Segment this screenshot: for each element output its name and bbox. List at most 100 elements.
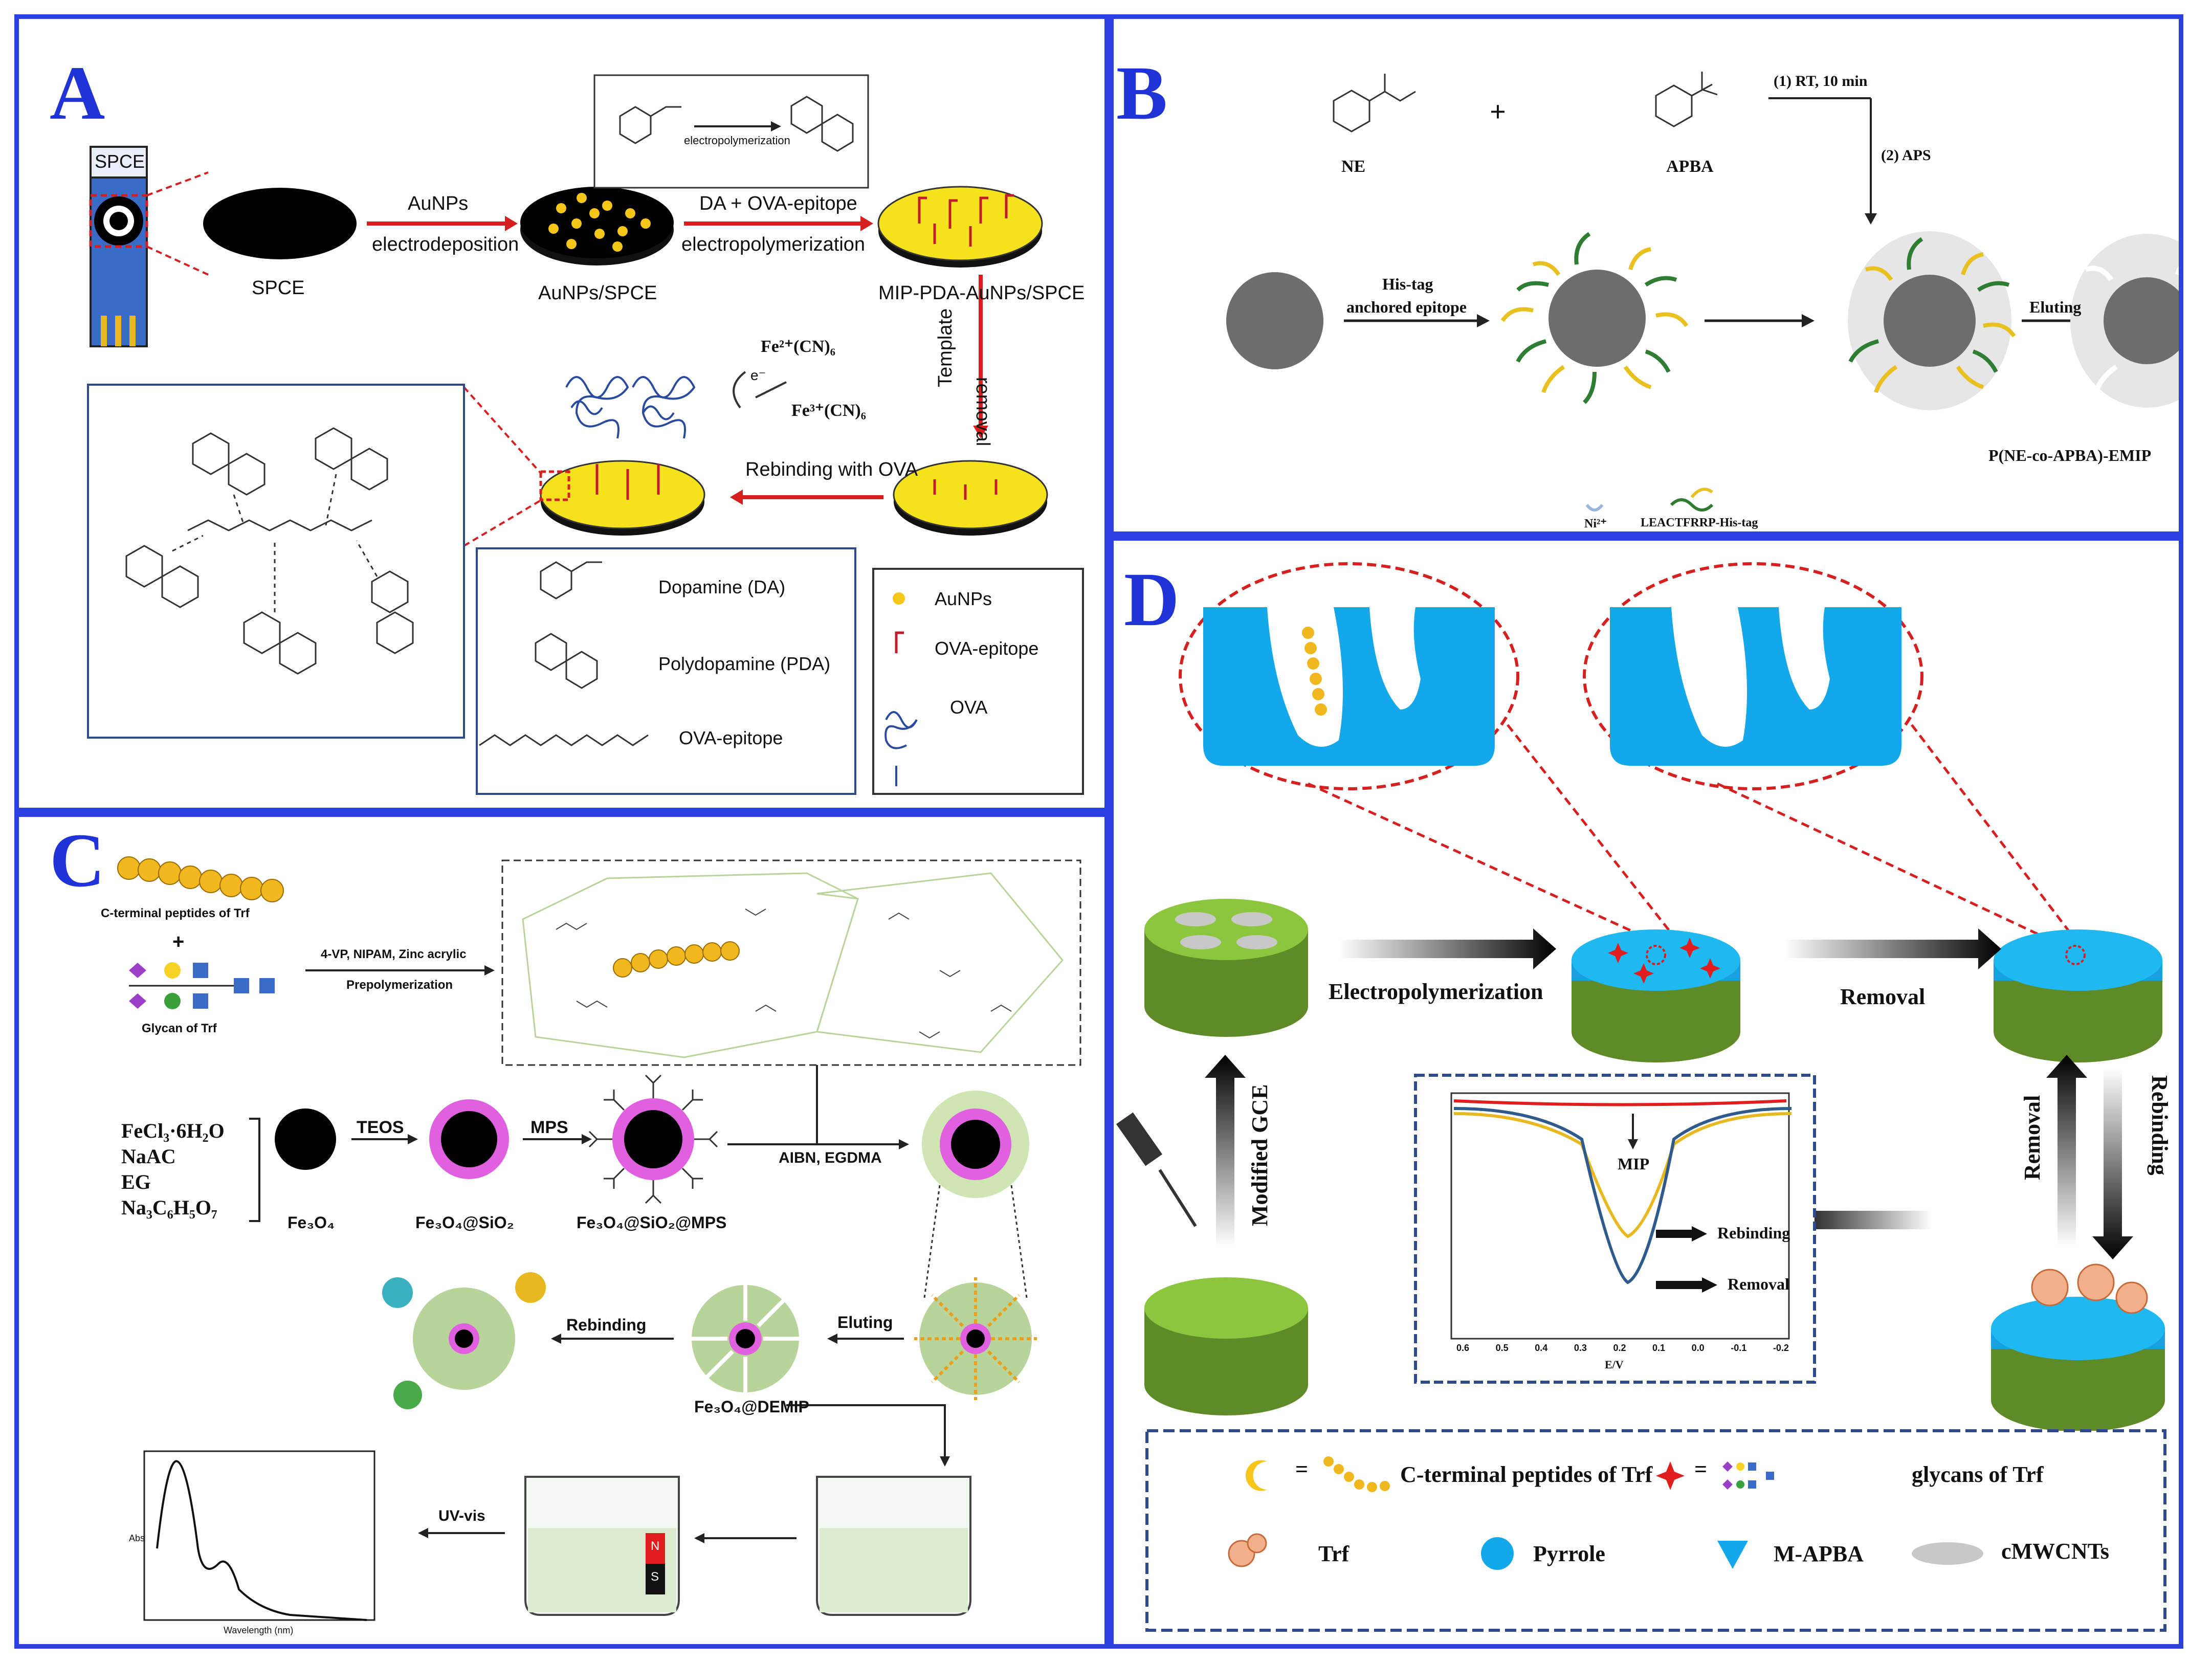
fe3o4-core [275, 1108, 336, 1170]
apba-label: APBA [1666, 157, 1714, 176]
electron-label: e⁻ [750, 367, 766, 383]
ova-protein [565, 376, 696, 439]
dpv-xlabel: E/V [1605, 1358, 1624, 1371]
dpv-ticks: 0.6 0.5 0.4 0.3 0.2 0.1 0.0 -0.1 -0.2 [1456, 1343, 1789, 1354]
glycan-chain [129, 962, 275, 1009]
precursor-1: FeCl₃·6H₂O [121, 1119, 225, 1142]
fe3o4sio2-label: Fe₃O₄@SiO₂ [415, 1213, 514, 1232]
arrow-electropolymerization [1339, 928, 1556, 969]
spce-highlight [89, 194, 148, 248]
uvvis-label: UV-vis [438, 1507, 485, 1524]
tick-5: 0.1 [1652, 1343, 1666, 1353]
key-box [872, 568, 1084, 795]
legend-trf-text: Trf [1318, 1541, 1350, 1566]
arrow-rebinding-down [2092, 1068, 2133, 1259]
bead-core-2 [1549, 270, 1646, 367]
legend-mapba-icon [1717, 1541, 1748, 1569]
plus-c: + [172, 930, 185, 953]
key-aunps: AuNPs [935, 588, 992, 609]
gce-rebound [1991, 1349, 2165, 1432]
tick-4: 0.2 [1613, 1343, 1626, 1353]
precursor-2: NaAC [121, 1145, 176, 1168]
prepolymer-box [501, 859, 1081, 1066]
legend-da: Dopamine (DA) [658, 576, 786, 597]
legend-cmwcnt-text: cMWCNTs [2001, 1539, 2110, 1564]
panel-b: B [1109, 14, 2183, 536]
panel-c-letter: C [50, 818, 105, 903]
tick-0: 0.6 [1456, 1343, 1470, 1353]
aunps-key-dot [893, 592, 905, 605]
legend-pyrrole-text: Pyrrole [1533, 1541, 1605, 1566]
reagents-label: 4-VP, NIPAM, Zinc acrylic [321, 947, 467, 961]
electrode-aunps [520, 187, 674, 258]
legend-eq-1: = [1295, 1457, 1309, 1482]
panel-b-graphics [1226, 72, 2179, 512]
tick-2: 0.4 [1535, 1343, 1548, 1353]
rebinding-side-label: Rebinding [2147, 1075, 2172, 1176]
bead-core-1 [1226, 272, 1323, 369]
reaction-inset [593, 74, 869, 189]
curve-rebinding-label: Rebinding [1717, 1224, 1790, 1242]
uv-xlabel: Wavelength (nm) [224, 1625, 294, 1635]
arrow-to-chart [1786, 1200, 1932, 1240]
arrow-removal [1784, 928, 2001, 969]
legend-peptide-text: C-terminal peptides of Trf [1400, 1462, 1653, 1487]
gce-mip [1572, 981, 1740, 1062]
bound-proteins [382, 1272, 546, 1409]
tick-8: -0.2 [1773, 1343, 1789, 1353]
epitope-key-line [895, 631, 904, 653]
prepoly-label: Prepolymerization [346, 978, 453, 992]
anchored-label: anchored epitope [1346, 298, 1467, 316]
tick-6: 0.0 [1691, 1343, 1705, 1353]
zoom-oval-right [1583, 562, 1923, 790]
ferro-label: Fe²⁺(CN)₆ [761, 337, 835, 356]
panel-a-letter: A [50, 51, 105, 136]
arrow-modified-gce [1205, 1055, 1246, 1247]
product-label: P(NE-co-APBA)-EMIP [1988, 446, 2152, 464]
panel-c-graphics [117, 856, 1081, 1621]
legend-epitope: OVA-epitope [679, 727, 783, 748]
curve-removal-label: Removal [1728, 1275, 1789, 1293]
legend-glycan-text: glycans of Trf [1912, 1462, 2044, 1487]
electrode-spce [203, 188, 357, 259]
panel-d-letter: D [1124, 557, 1180, 642]
eluting-label: Eluting [2029, 298, 2082, 316]
arrow2-bottom: electropolymerization [681, 234, 866, 255]
magnet-n-label: N [651, 1539, 660, 1553]
molecule-legend [476, 547, 856, 795]
glycan-label: Glycan of Trf [142, 1022, 217, 1035]
aibn-label: AIBN, EGDMA [779, 1149, 882, 1166]
step1-label: (1) RT, 10 min [1774, 73, 1868, 90]
plus-label: + [1490, 96, 1506, 128]
legend-ni: Ni²⁺ [1584, 517, 1607, 530]
uv-ylabel: Abs [129, 1533, 145, 1543]
removal-top-label: Removal [1840, 984, 1926, 1009]
legend-eq-2: = [1694, 1457, 1708, 1482]
peptide-chain [117, 856, 284, 902]
uv-spectrum [156, 1460, 367, 1621]
arrow-removal-up [2046, 1055, 2087, 1247]
electrode-label-mip: MIP-PDA-AuNPs/SPCE [878, 282, 1085, 304]
curve-rebinding [1453, 1112, 1792, 1238]
step2-label: (2) APS [1881, 147, 1931, 164]
legend-pyrrole-icon [1481, 1537, 1514, 1570]
gce-modified [1144, 929, 1308, 1037]
key-ova: OVA [950, 697, 988, 718]
fe3o4-label: Fe₃O₄ [287, 1213, 335, 1232]
electrode-mip [877, 186, 1043, 261]
curve-mip [1453, 1099, 1787, 1106]
peptide-label: C-terminal peptides of Trf [101, 906, 250, 920]
legend-peptide-icon [1246, 1460, 1267, 1491]
curve-removal [1453, 1107, 1792, 1284]
modified-gce-label: Modified GCE [1247, 1084, 1272, 1226]
panel-c: C [14, 812, 1109, 1649]
gce-bare [1144, 1308, 1308, 1415]
panel-b-letter: B [1116, 51, 1168, 136]
electrode-label-aunps: AuNPs/SPCE [538, 282, 657, 304]
key-epitope: OVA-epitope [935, 638, 1039, 659]
uv-chart-frame [143, 1450, 375, 1621]
legend-box [1145, 1429, 2166, 1632]
precursor-3: EG [121, 1170, 151, 1193]
panel-d: D [1109, 536, 2183, 1649]
structure-box [87, 384, 465, 739]
